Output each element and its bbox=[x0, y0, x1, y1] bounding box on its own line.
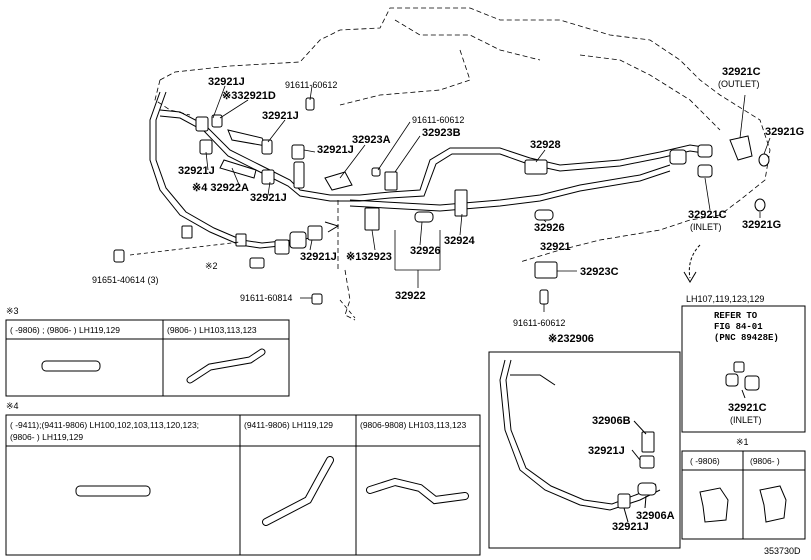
label-32921J-left: 32921J bbox=[178, 165, 215, 177]
label-refer-1: REFER TO bbox=[714, 311, 758, 321]
table1-mark: ※1 bbox=[736, 437, 749, 447]
table1-drawing bbox=[681, 450, 806, 540]
label-inlet: (INLET) bbox=[690, 222, 722, 232]
label-32921J-e: 32921J bbox=[300, 251, 337, 263]
label-32906A: 32906A bbox=[636, 510, 675, 522]
table4-col3-header: (9806-9808) LH103,113,123 bbox=[360, 420, 467, 430]
label-91611-60814: 91611-60814 bbox=[240, 293, 293, 303]
label-outlet: (OUTLET) bbox=[718, 79, 760, 89]
label-32928: 32928 bbox=[530, 139, 561, 151]
label-32906-title: ※232906 bbox=[548, 333, 594, 345]
label-91611-60612-bot: 91611-60612 bbox=[513, 318, 566, 328]
label-91611-60612-top: 91611-60612 bbox=[285, 80, 338, 90]
label-32921C-ref: 32921C bbox=[728, 402, 767, 414]
label-lh-ref: LH107,119,123,129 bbox=[686, 294, 765, 304]
table4-col1-header-2: (9806- ) LH119,129 bbox=[10, 432, 84, 442]
ref-box-drawing bbox=[681, 305, 806, 433]
label-32921J-g: 32921J bbox=[612, 521, 649, 533]
label-91651-40614: 91651-40614 (3) bbox=[92, 275, 159, 285]
label-32921J-f: 32921J bbox=[588, 445, 625, 457]
label-32926-b: 32926 bbox=[410, 245, 441, 257]
fuel-pipes bbox=[149, 91, 711, 249]
table3-col1-header: ( -9806) ; (9806- ) LH119,129 bbox=[10, 325, 120, 335]
label-refer-2: FIG 84-01 bbox=[714, 322, 763, 332]
label-32921D: ※332921D bbox=[222, 90, 276, 102]
label-32921J-d: 32921J bbox=[250, 192, 287, 204]
components bbox=[113, 97, 770, 305]
table1-col1-header: ( -9806) bbox=[690, 456, 720, 466]
label-32923C: 32923C bbox=[580, 266, 619, 278]
table1-col2-header: (9806- ) bbox=[750, 456, 780, 466]
label-inlet-ref: (INLET) bbox=[730, 415, 762, 425]
label-32921J-c: 32921J bbox=[317, 144, 354, 156]
label-32921J-top: 32921J bbox=[208, 76, 245, 88]
label-32922A: ※4 32922A bbox=[192, 182, 249, 194]
table4-col2-header: (9411-9806) LH119,129 bbox=[244, 420, 334, 430]
label-32926-a: 32926 bbox=[534, 222, 565, 234]
label-32924: 32924 bbox=[444, 235, 475, 247]
label-32921C-outlet: 32921C bbox=[722, 66, 761, 78]
mark-2: ※2 bbox=[205, 261, 218, 271]
label-32923: ※132923 bbox=[346, 251, 392, 263]
table3-mark: ※3 bbox=[6, 306, 19, 316]
label-refer-3: (PNC 89428E) bbox=[714, 333, 779, 343]
label-32921: 32921 bbox=[540, 241, 571, 253]
label-32906B: 32906B bbox=[592, 415, 631, 427]
label-32922: 32922 bbox=[395, 290, 426, 302]
assembly-32906-drawing bbox=[488, 351, 681, 549]
table4-mark: ※4 bbox=[6, 401, 19, 411]
label-32923A: 32923A bbox=[352, 134, 391, 146]
leader-lines bbox=[129, 85, 771, 319]
table3-col2-header: (9806- ) LH103,113,123 bbox=[167, 325, 257, 335]
label-32921G-a: 32921G bbox=[765, 126, 805, 138]
table4-drawing bbox=[5, 414, 481, 556]
label-32921J-b: 32921J bbox=[262, 110, 299, 122]
label-32921G-b: 32921G bbox=[742, 219, 782, 231]
diagram-id: 353730D bbox=[764, 546, 801, 556]
label-32921C-inlet: 32921C bbox=[688, 209, 727, 221]
arrow-icon bbox=[324, 221, 701, 283]
label-91611-60612-mid: 91611-60612 bbox=[412, 115, 465, 125]
table3-drawing bbox=[5, 319, 290, 397]
table4-col1-header-1: ( -9411);(9411-9806) LH100,102,103,113,1… bbox=[10, 420, 200, 430]
label-32923B: 32923B bbox=[422, 127, 461, 139]
